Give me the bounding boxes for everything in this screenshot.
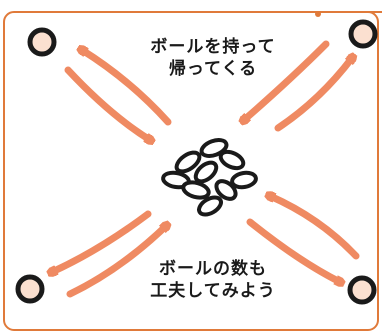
arrows <box>52 40 360 298</box>
arrow-bottom-left-out <box>52 210 152 272</box>
arrow-top-left-out <box>82 50 172 126</box>
cone-marker-icon <box>347 275 377 305</box>
instruction-bottom-line2: 工夫してみよう <box>150 281 276 301</box>
arrow-bottom-left-in <box>66 226 166 298</box>
ball-icon <box>193 160 219 184</box>
instruction-label-bottom: ボールの数も 工夫してみよう <box>118 258 308 302</box>
ball-icon <box>181 180 211 200</box>
ball-icon <box>174 150 202 174</box>
corner-marker-bottom-left <box>15 274 45 304</box>
ball-icon <box>230 170 258 190</box>
ball-cluster <box>161 138 258 217</box>
ball-icon <box>214 179 238 201</box>
ball-icon <box>199 138 229 158</box>
diagram-frame <box>3 11 379 331</box>
corner-marker-bottom-right <box>347 275 377 305</box>
instruction-top-line1: ボールを持って <box>150 37 276 57</box>
instruction-label-top: ボールを持って 帰ってくる <box>128 36 298 80</box>
cone-marker-icon <box>27 27 57 57</box>
corner-marker-top-right <box>348 19 378 49</box>
cone-marker-icon <box>348 19 378 49</box>
instruction-bottom-line1: ボールの数も <box>159 259 267 279</box>
instruction-top-line2: 帰ってくる <box>168 59 258 79</box>
ball-icon <box>218 149 246 171</box>
arrow-bottom-right-in <box>270 196 360 260</box>
ball-icon <box>197 195 223 217</box>
arrow-top-right-in <box>244 40 330 120</box>
frame-corner-dot <box>315 11 321 17</box>
corner-marker-top-left <box>27 27 57 57</box>
cone-marker-icon <box>15 274 45 304</box>
arrow-top-right-out <box>274 58 352 132</box>
arrow-top-left-in <box>64 66 150 140</box>
arrow-bottom-right-out <box>246 218 340 282</box>
